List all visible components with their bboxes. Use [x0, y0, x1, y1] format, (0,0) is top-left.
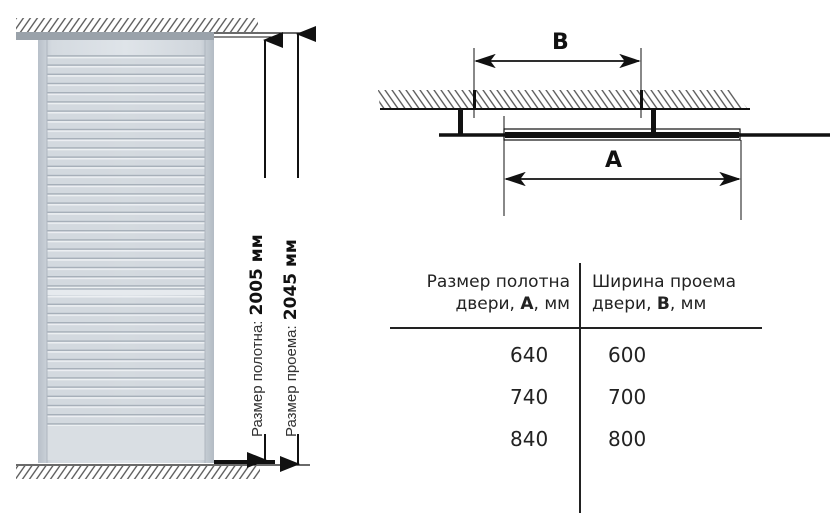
cell-door-size: 840 — [510, 427, 549, 451]
opening-size-label: Размер проема: — [283, 325, 300, 437]
plan-view: B A — [370, 20, 830, 220]
opening-size-label-group: Размер проема: 2045 мм — [281, 239, 301, 437]
cell-opening-width: 600 — [608, 343, 647, 367]
label-b: B — [552, 30, 569, 55]
cell-door-size: 640 — [510, 343, 549, 367]
leaf-size-value: 2005 мм — [247, 234, 267, 316]
leaf-size-label-group: Размер полотна: 2005 мм — [247, 234, 267, 437]
table-header-divider — [390, 327, 762, 329]
size-table: Размер полотна двери, A, мм Ширина проем… — [390, 255, 780, 518]
header-door-leaf-size: Размер полотна двери, A, мм — [426, 272, 570, 314]
door-elevation-graphic — [16, 18, 316, 479]
ceiling-hatch — [16, 18, 258, 32]
plan-view-graphic — [378, 48, 830, 220]
door-elevation: Размер полотна: 2005 мм Размер проема: 2… — [0, 0, 330, 518]
cell-opening-width: 800 — [608, 427, 647, 451]
leaf-size-label: Размер полотна: — [249, 320, 266, 437]
label-a: A — [605, 148, 623, 173]
header-opening-width: Ширина проема двери, B, мм — [592, 272, 737, 314]
table-column-divider — [579, 263, 581, 513]
floor-hatch — [16, 466, 260, 479]
cell-opening-width: 700 — [608, 385, 647, 409]
opening-size-value: 2045 мм — [281, 239, 301, 321]
top-rail — [16, 32, 214, 40]
cell-door-size: 740 — [510, 385, 549, 409]
